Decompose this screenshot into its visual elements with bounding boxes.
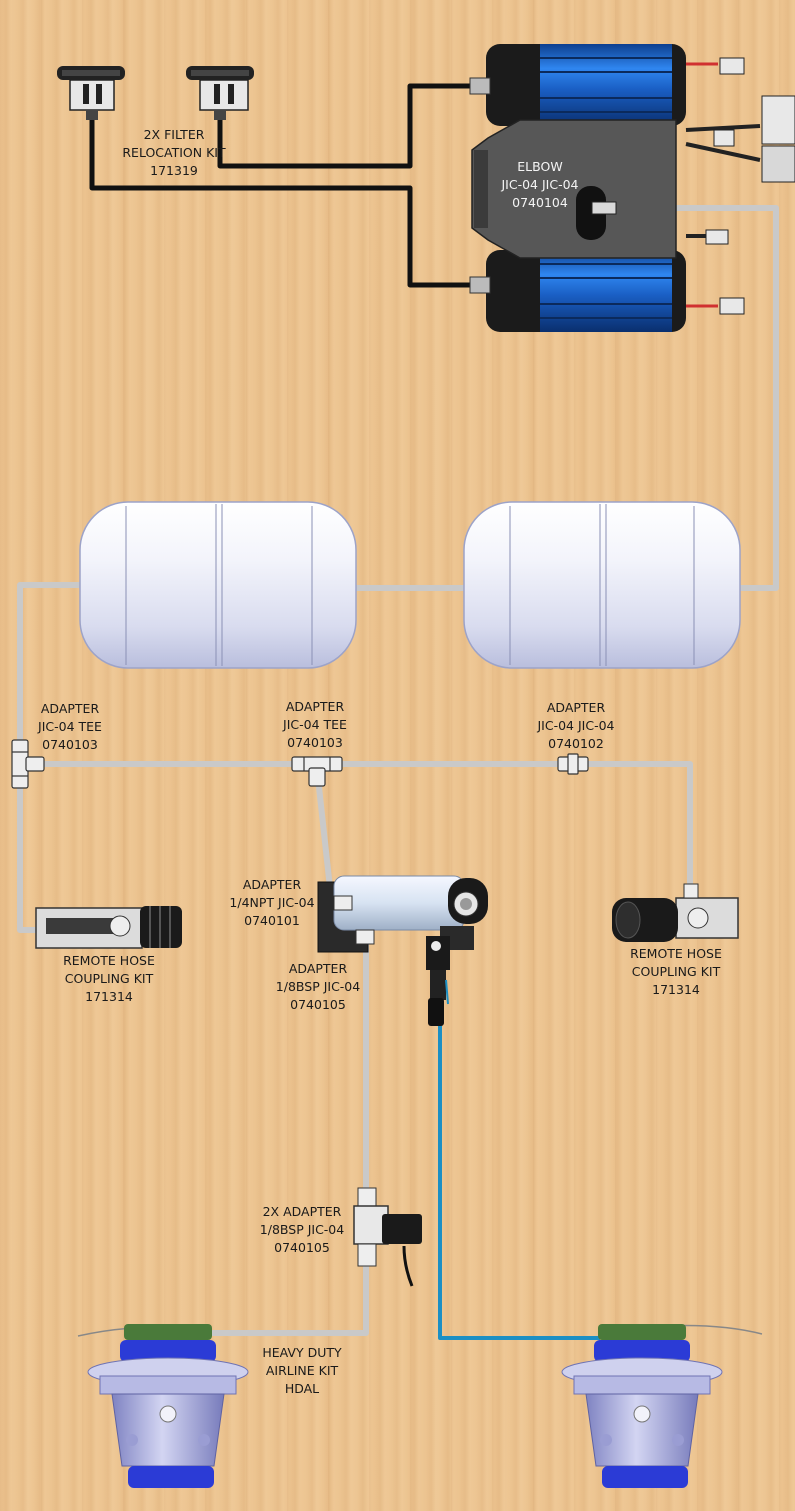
label-line: 2X ADAPTER (262, 1204, 342, 1219)
label-line: JIC-04 JIC-04 (501, 177, 579, 192)
air-locker-left (77, 1324, 249, 1488)
label-adapter-npt: ADAPTER 1/4NPT JIC-04 0740101 (222, 876, 322, 930)
label-line: 0740101 (244, 913, 300, 928)
union-fitting-right (557, 753, 589, 775)
label-line: 1/4NPT JIC-04 (229, 895, 315, 910)
remote-coupling-right (612, 883, 739, 942)
label-line: ADAPTER (285, 699, 345, 714)
air-tank-right (463, 501, 741, 669)
pressure-manifold (317, 875, 488, 1026)
label-line: 0740105 (290, 997, 346, 1012)
label-line: 171319 (150, 163, 198, 178)
label-line: 171314 (85, 989, 133, 1004)
label-line: RELOCATION KIT (122, 145, 226, 160)
label-line: JIC-04 TEE (38, 719, 102, 734)
label-line: 1/8BSP JIC-04 (259, 1222, 345, 1237)
remote-coupling-left (35, 906, 182, 949)
label-line: COUPLING KIT (64, 971, 154, 986)
label-line: ADAPTER (242, 877, 302, 892)
label-elbow: ELBOW JIC-04 JIC-04 0740104 (496, 158, 584, 212)
label-line: HEAVY DUTY (262, 1345, 342, 1360)
label-line: 0740102 (548, 736, 604, 751)
label-line: ELBOW (517, 159, 563, 174)
label-line: ADAPTER (40, 701, 100, 716)
filter-right (186, 66, 254, 120)
label-line: 1/8BSP JIC-04 (275, 979, 361, 994)
label-filter-relocation-kit: 2X FILTER RELOCATION KIT 171319 (104, 126, 244, 180)
air-locker-right (561, 1324, 763, 1488)
solenoid-valve (353, 1187, 422, 1287)
label-line: REMOTE HOSE (630, 946, 722, 961)
label-line: 0740105 (274, 1240, 330, 1255)
label-adapter-bsp-2x: 2X ADAPTER 1/8BSP JIC-04 0740105 (252, 1203, 352, 1257)
label-line: ADAPTER (546, 700, 606, 715)
label-line: 171314 (652, 982, 700, 997)
label-line: COUPLING KIT (631, 964, 721, 979)
blue-air-line (438, 1000, 600, 1340)
grey-air-lines (17, 205, 779, 1336)
label-remote-coupling-right: REMOTE HOSE COUPLING KIT 171314 (624, 945, 728, 999)
label-line: JIC-04 JIC-04 (537, 718, 615, 733)
label-remote-coupling-left: REMOTE HOSE COUPLING KIT 171314 (57, 952, 161, 1006)
twin-compressor (469, 44, 795, 332)
label-adapter-tee-left: ADAPTER JIC-04 TEE 0740103 (20, 700, 120, 754)
label-line: 0740103 (287, 735, 343, 750)
label-adapter-tee-mid: ADAPTER JIC-04 TEE 0740103 (265, 698, 365, 752)
label-line: 0740103 (42, 737, 98, 752)
tee-fitting-mid (291, 756, 343, 787)
label-line: REMOTE HOSE (63, 953, 155, 968)
label-line: ADAPTER (288, 961, 348, 976)
label-line: AIRLINE KIT (265, 1363, 339, 1378)
label-airline-kit: HEAVY DUTY AIRLINE KIT HDAL (250, 1344, 354, 1398)
label-adapter-jic-right: ADAPTER JIC-04 JIC-04 0740102 (526, 699, 626, 753)
filter-left (57, 66, 125, 120)
label-adapter-bsp: ADAPTER 1/8BSP JIC-04 0740105 (268, 960, 368, 1014)
label-line: HDAL (284, 1381, 320, 1396)
black-intake-hoses (89, 83, 470, 288)
air-tank-left (79, 501, 357, 669)
label-line: 2X FILTER (143, 127, 205, 142)
label-line: 0740104 (512, 195, 568, 210)
label-line: JIC-04 TEE (283, 717, 347, 732)
tee-fitting-left (11, 739, 45, 789)
